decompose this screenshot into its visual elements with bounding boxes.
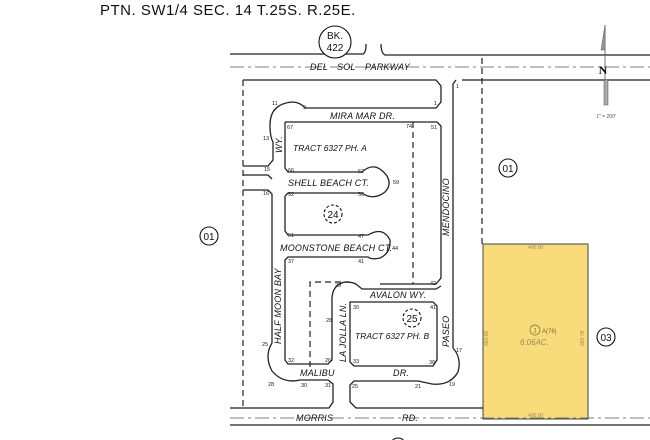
tract-a-label: TRACT 6327 PH. A [293,143,367,153]
lot-number: 37 [288,259,294,265]
parcel-label-upper-right: 01 [502,164,514,175]
lot-number: 21 [415,384,421,390]
lot-number: 31 [325,383,331,389]
scale-text: 1" = 200' [596,114,617,120]
street-wy: WY. [274,136,284,153]
lot-number: 30 [353,305,359,311]
partial-circle-bottom [391,437,405,440]
lot-number: 30 [301,383,307,389]
block-circle-24 [323,204,343,224]
lot-number: 13 [263,136,269,142]
street-mira-mar: MIRA MAR DR. [330,111,395,121]
lot-number: 47 [358,234,364,240]
lot-number: 29 [335,283,341,289]
lot-number: 74 [406,124,412,130]
lot-number: 56 [358,192,364,198]
parcel-circle-upper-right [498,158,518,178]
north-letter: N [599,63,608,77]
parcel-bottom-dimension: 400.00 [528,413,544,419]
parcel-left-dimension: 660.86 [484,330,490,346]
lot-number: 38 [429,360,435,366]
lot-number: 9 [303,105,306,111]
parcel-label-left: 01 [203,232,215,243]
tract-b-label: TRACT 6327 PH. B [355,331,429,341]
highlighted-parcel[interactable]: 400.00 400.00 660.86 660.78 1 A(76) 6.06… [482,243,589,420]
street-malibu: MALIBU [300,368,335,378]
street-rd: RD. [402,413,418,423]
lot-number: 66 [288,168,294,174]
street-half-moon-bay: HALF MOON BAY [273,267,283,344]
book-number: 422 [327,43,344,54]
book-label: BK. [327,31,343,42]
parcel-number: 1 [533,329,536,335]
street-parkway: PARKWAY [365,62,411,72]
street-del: DEL [310,62,328,72]
lot-number: 28 [326,318,332,324]
street-paseo: PASEO [441,316,451,347]
lot-number: 41 [358,259,364,265]
street-labels: DEL SOL PARKWAY MIRA MAR DR. WY. SHELL B… [273,62,451,423]
lot-number: 25 [262,342,268,348]
lot-number: 52 [288,192,294,198]
north-arrow-icon: N 1" = 200' [596,24,617,120]
lot-number: 28 [268,382,274,388]
parcel-right-dimension: 660.78 [580,330,586,346]
lot-number: 59 [393,180,399,186]
lot-numbers: 11 9 1 1 67 74 51 13 15 66 62 59 16 52 5… [262,84,462,390]
street-avalon: AVALON WY. [369,290,426,300]
lot-number: 62 [358,169,364,175]
parcel-number-circle [529,324,541,336]
street-moonstone: MOONSTONE BEACH CT. [280,243,392,253]
lot-number: 17 [456,348,462,354]
parcel-top-dimension: 400.00 [528,245,544,251]
parcel-circle-left [199,226,219,246]
lot-number: 19 [449,382,455,388]
lot-number: 42 [430,281,436,287]
lot-number: 25 [352,384,358,390]
street-mendocino: MENDOCINO [441,178,451,236]
lot-number: 26 [325,358,331,364]
lot-number: 51 [288,233,294,239]
lot-number: 11 [272,101,278,107]
book-badge: BK. 422 [318,25,352,59]
parcel-code: A(76) [542,329,557,335]
lot-number: 15 [264,167,270,173]
street-la-jolla: LA JOLLA LN. [338,303,348,362]
street-morris: MORRIS [296,413,333,423]
street-shell-beach: SHELL BEACH CT. [288,178,369,188]
block-label-24: 24 [327,210,339,221]
parcel-circle-right [596,327,616,347]
parcel-area: 6.06AC. [520,338,549,347]
lot-number: 67 [287,125,293,131]
parcel-label-right: 03 [600,333,612,344]
street-sol: SOL [337,62,356,72]
street-dr: DR. [393,368,409,378]
lot-number: 33 [353,359,359,365]
map-linework [230,43,650,426]
lot-number: 51 [431,125,437,131]
block-circle-25 [402,308,422,328]
lot-number: 44 [392,246,398,252]
map-title: PTN. SW1/4 SEC. 14 T.25S. R.25E. [100,2,356,19]
block-label-25: 25 [406,314,418,325]
lot-number: 1 [434,101,437,107]
parcel-1-shape[interactable] [482,243,589,420]
lot-number: 32 [288,358,294,364]
lot-number: 1 [456,84,459,90]
lot-number: 16 [263,191,269,197]
lot-number: 41 [430,305,436,311]
